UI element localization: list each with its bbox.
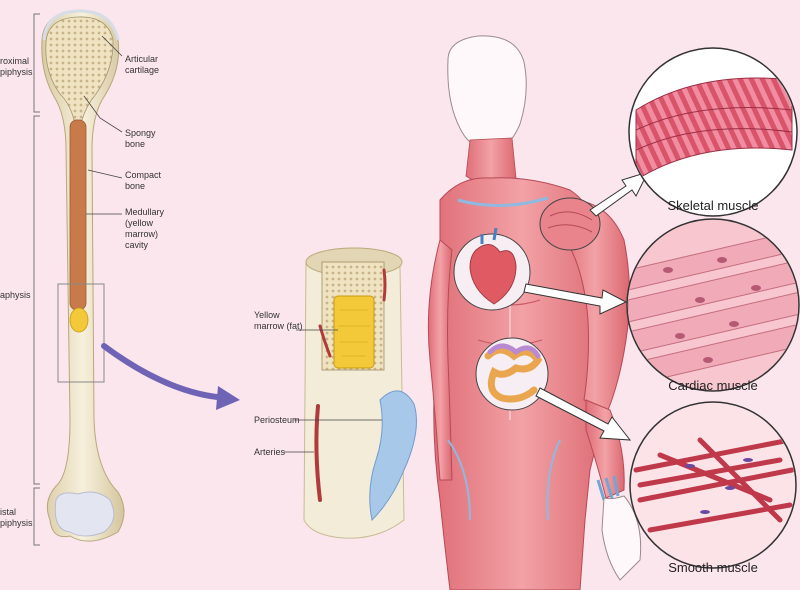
artery-vessel-1 <box>314 404 322 502</box>
shoulder-callout <box>539 197 601 251</box>
label-smooth-muscle: Smooth muscle <box>668 560 758 575</box>
label-diaphysis: aphysis <box>0 290 31 300</box>
head-outline <box>447 35 527 151</box>
cross-section-leader-lines <box>284 329 382 453</box>
muscular-body-figure <box>427 35 642 590</box>
yellow-marrow-spot <box>69 307 89 333</box>
articular-cartilage <box>42 9 120 41</box>
arrow-to-cardiac <box>523 283 628 315</box>
label-articular-cartilage: Articular cartilage <box>125 54 161 75</box>
label-arteries: Arteries <box>254 447 286 457</box>
yellow-marrow-block <box>333 295 375 369</box>
region-brackets <box>33 13 40 546</box>
zoom-arrow <box>101 343 240 410</box>
arrow-to-skeletal <box>589 171 649 217</box>
label-yellow-marrow: Yellow marrow (fat) <box>254 310 303 331</box>
medullary-cavity <box>69 119 87 311</box>
artery-vessel-2 <box>318 324 332 358</box>
label-skeletal-muscle: Skeletal muscle <box>667 198 758 213</box>
label-compact-bone: Compact bone <box>125 170 164 191</box>
artery-vessel-3 <box>382 268 387 302</box>
smooth-muscle-panel <box>629 401 797 569</box>
intestine-icon <box>484 346 543 403</box>
long-bone-figure <box>33 9 125 546</box>
bone-leader-lines <box>83 35 123 215</box>
heart-callout <box>453 227 531 311</box>
label-periosteum: Periosteum <box>254 415 300 425</box>
spongy-bone-region <box>45 16 114 121</box>
periosteum-layer <box>369 390 417 522</box>
forearm <box>585 399 625 499</box>
intestine-callout <box>475 337 549 411</box>
label-medullary-cavity: Medullary (yellow marrow) cavity <box>125 207 167 250</box>
label-spongy-bone: Spongy bone <box>125 128 158 149</box>
label-cardiac-muscle: Cardiac muscle <box>668 378 758 393</box>
heart-icon <box>469 244 517 305</box>
cardiac-muscle-panel <box>626 218 800 392</box>
callout-arrows <box>523 171 649 441</box>
skeletal-muscle-panel <box>628 47 798 217</box>
label-proximal-epiphysis: roximal piphysis <box>0 56 33 77</box>
hand-outline <box>601 495 642 581</box>
distal-cartilage <box>54 491 115 537</box>
label-distal-epiphysis: istal piphysis <box>0 507 33 528</box>
zoom-window <box>57 283 105 383</box>
arrow-to-smooth <box>535 387 632 441</box>
bone-cross-section <box>303 247 417 539</box>
